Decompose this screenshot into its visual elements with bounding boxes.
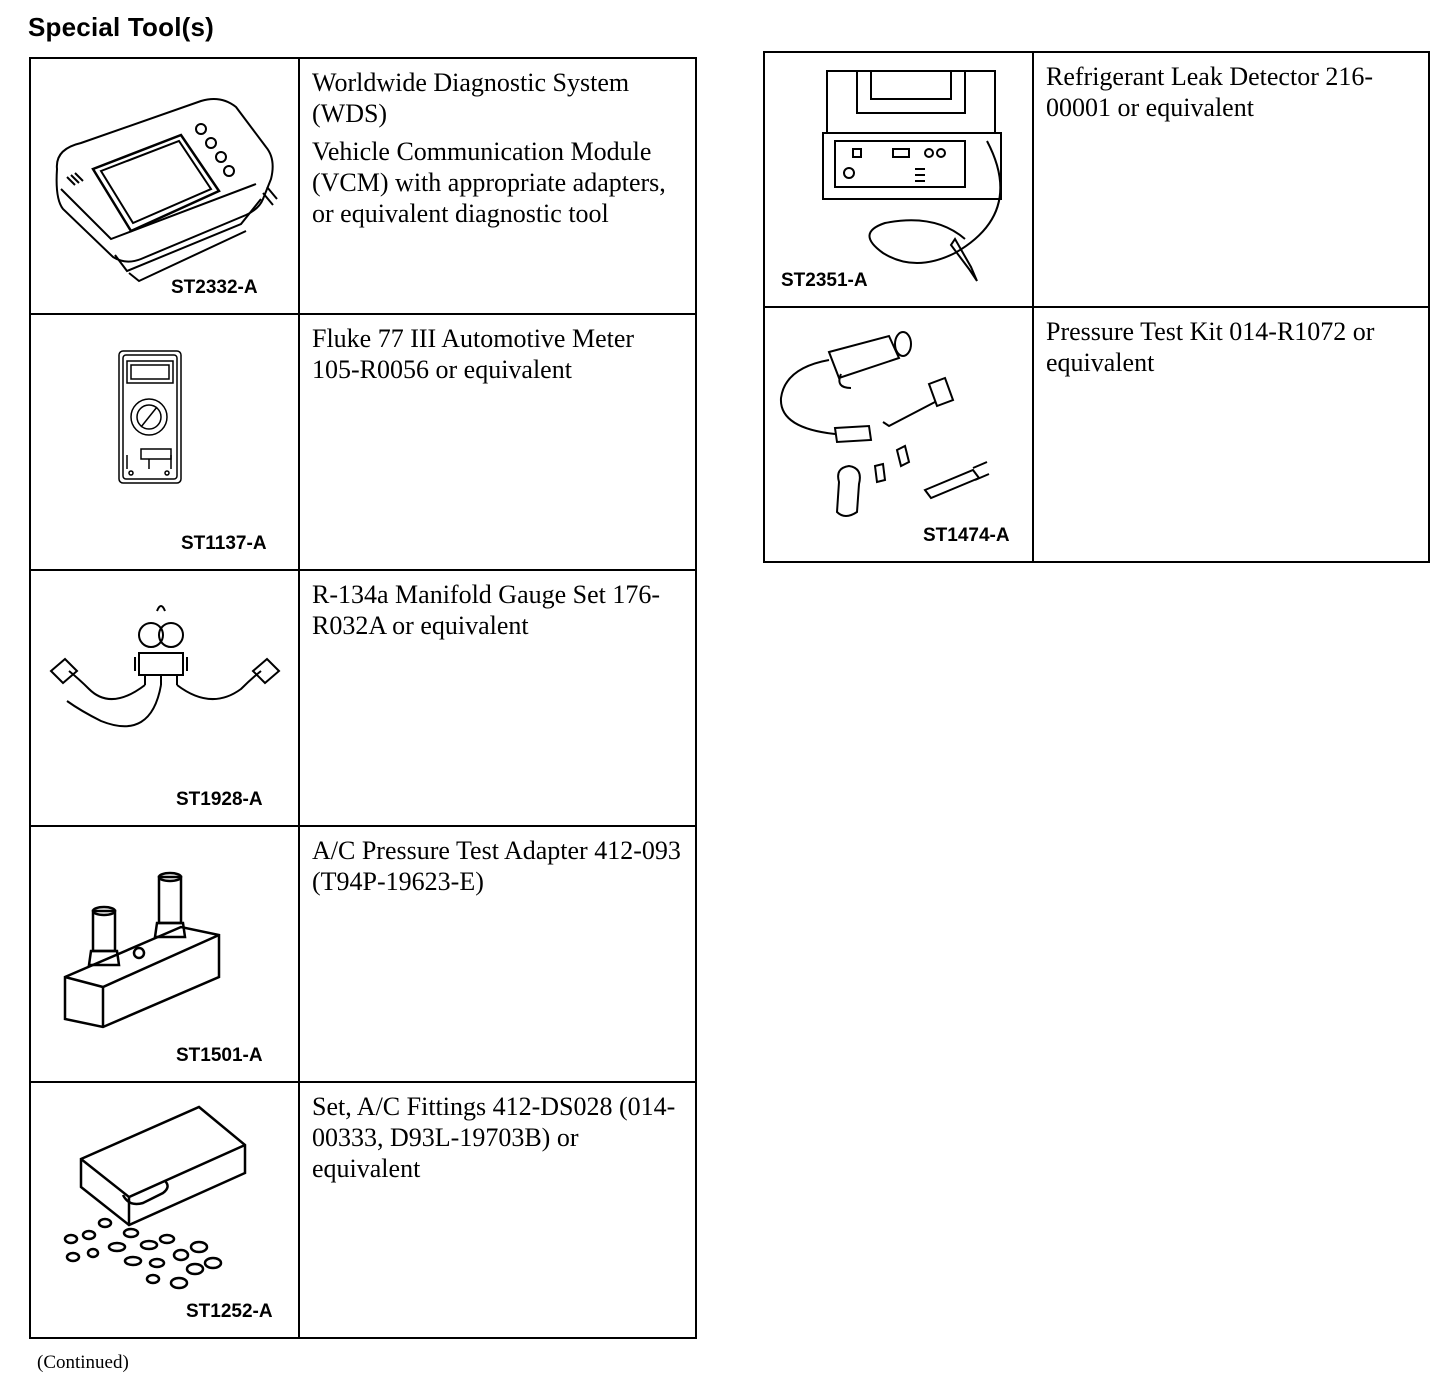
- page-title: Special Tool(s): [28, 12, 214, 42]
- tool-name: Worldwide Diagnostic System (WDS): [312, 68, 630, 128]
- manifold-gauge-set-icon: [31, 571, 298, 827]
- tool-code: ST2332-A: [171, 277, 258, 298]
- continued-note: (Continued): [37, 1352, 129, 1373]
- tool-code: ST1928-A: [176, 789, 263, 810]
- leak-detector-icon: [765, 53, 1032, 308]
- tool-name: Pressure Test Kit 014-R1072 or equivalen…: [1046, 317, 1375, 377]
- table-row: ST1474-A Pressure Test Kit 014-R1072 or …: [763, 306, 1430, 563]
- tool-name: Set, A/C Fittings 412-DS028 (014-00333, …: [312, 1092, 676, 1183]
- table-row: ST1252-A Set, A/C Fittings 412-DS028 (01…: [29, 1081, 697, 1339]
- table-row: ST2332-A Worldwide Diagnostic System (WD…: [29, 57, 697, 315]
- table-row: ST1137-A Fluke 77 III Automotive Meter 1…: [29, 313, 697, 571]
- tool-image-cell: ST1137-A: [29, 313, 300, 571]
- tool-image-cell: ST2332-A: [29, 57, 300, 315]
- diagnostic-tablet-icon: [31, 59, 298, 315]
- tool-description-cell: Fluke 77 III Automotive Meter 105-R0056 …: [298, 313, 697, 571]
- tool-name: A/C Pressure Test Adapter 412-093 (T94P-…: [312, 836, 681, 896]
- table-row: ST1501-A A/C Pressure Test Adapter 412-0…: [29, 825, 697, 1083]
- tool-name: Vehicle Communication Module (VCM) with …: [312, 137, 666, 228]
- tool-image-cell: ST1928-A: [29, 569, 300, 827]
- tool-name: Fluke 77 III Automotive Meter 105-R0056 …: [312, 324, 635, 384]
- special-tools-table-right: ST2351-A Refrigerant Leak Detector 216-0…: [763, 51, 1430, 563]
- special-tools-table-left: ST2332-A Worldwide Diagnostic System (WD…: [29, 57, 697, 1339]
- table-row: ST1928-A R-134a Manifold Gauge Set 176-R…: [29, 569, 697, 827]
- tool-image-cell: ST1252-A: [29, 1081, 300, 1339]
- tool-description-cell: Set, A/C Fittings 412-DS028 (014-00333, …: [298, 1081, 697, 1339]
- tool-description-cell: R-134a Manifold Gauge Set 176-R032A or e…: [298, 569, 697, 827]
- tool-description-cell: A/C Pressure Test Adapter 412-093 (T94P-…: [298, 825, 697, 1083]
- tool-description-cell: Refrigerant Leak Detector 216-00001 or e…: [1032, 51, 1430, 308]
- tool-description-cell: Pressure Test Kit 014-R1072 or equivalen…: [1032, 306, 1430, 563]
- tool-code: ST1252-A: [186, 1301, 273, 1322]
- tool-code: ST1474-A: [923, 525, 1010, 546]
- tool-image-cell: ST1474-A: [763, 306, 1034, 563]
- tool-code: ST1137-A: [181, 533, 267, 554]
- tool-code: ST1501-A: [176, 1045, 263, 1066]
- tool-name: R-134a Manifold Gauge Set 176-R032A or e…: [312, 580, 661, 640]
- pressure-test-adapter-icon: [31, 827, 298, 1083]
- tool-description-cell: Worldwide Diagnostic System (WDS) Vehicl…: [298, 57, 697, 315]
- multimeter-icon: [31, 315, 298, 571]
- tool-image-cell: ST2351-A: [763, 51, 1034, 308]
- fittings-case-icon: [31, 1083, 298, 1339]
- tool-code: ST2351-A: [781, 270, 868, 291]
- pressure-test-kit-icon: [765, 308, 1032, 563]
- tool-name: Refrigerant Leak Detector 216-00001 or e…: [1046, 62, 1374, 122]
- table-row: ST2351-A Refrigerant Leak Detector 216-0…: [763, 51, 1430, 308]
- tool-image-cell: ST1501-A: [29, 825, 300, 1083]
